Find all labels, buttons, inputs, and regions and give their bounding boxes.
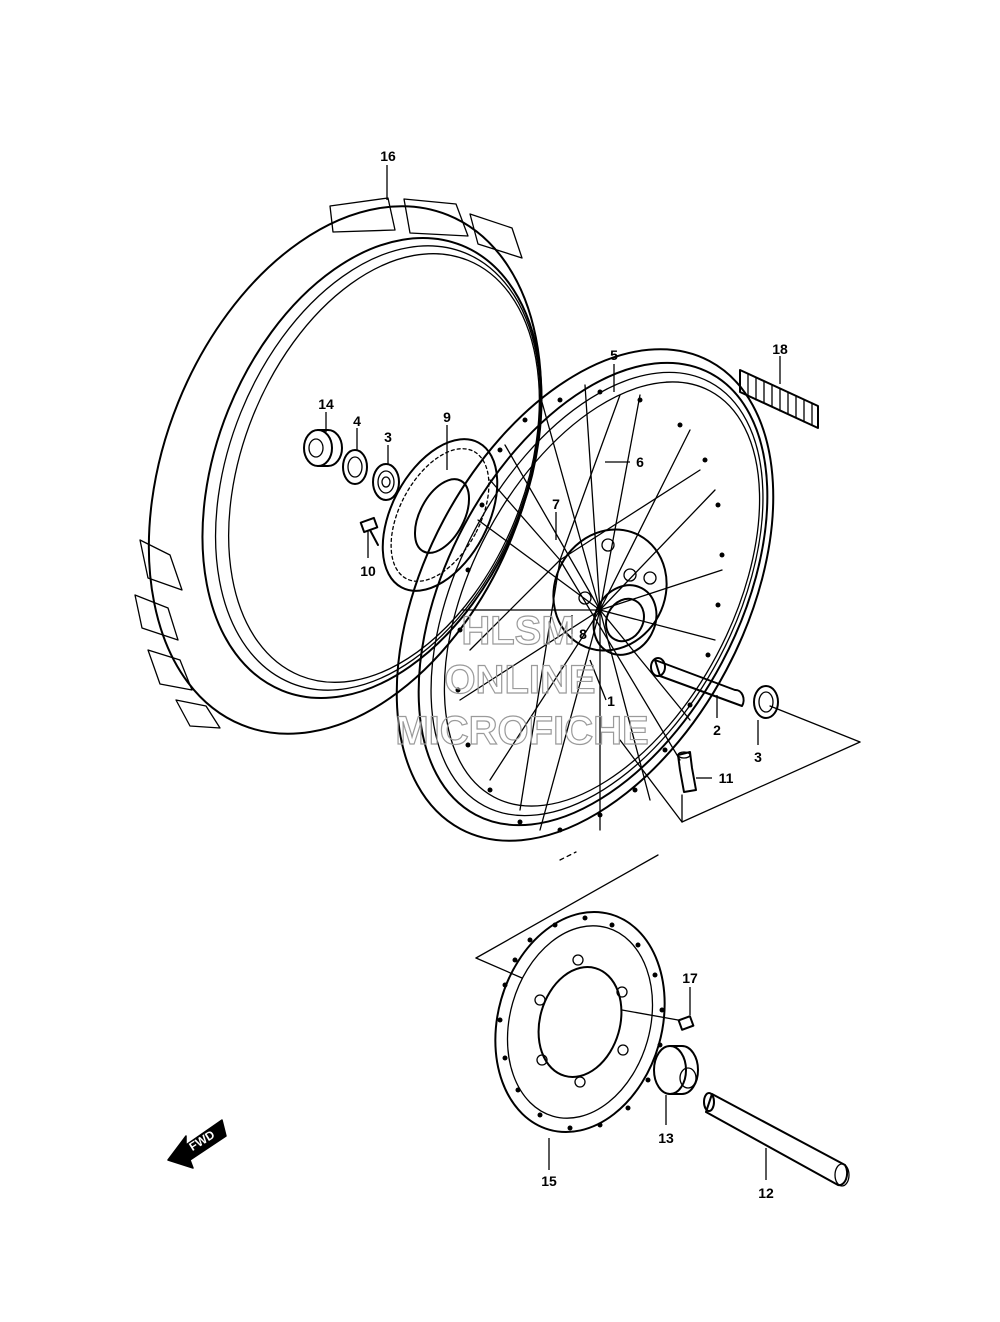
assembly-guide-lines — [475, 705, 861, 979]
callout-4: 4 — [353, 413, 361, 429]
callout-2: 2 — [713, 722, 721, 738]
watermark-line-1: HLSM — [461, 609, 574, 653]
brake-disc-15 — [494, 910, 666, 1134]
bearing-3-left — [372, 463, 400, 501]
axle-12 — [703, 1092, 850, 1187]
callouts: 16 5 18 14 4 3 9 6 7 8 10 1 2 3 11 12 13… — [318, 148, 788, 1201]
watermark-line-3: MICROFICHE — [395, 709, 648, 753]
callout-3-right: 3 — [754, 749, 762, 765]
callout-13: 13 — [658, 1130, 674, 1146]
callout-14: 14 — [318, 396, 334, 412]
fwd-arrow-icon: FWD — [167, 1119, 227, 1169]
callout-15: 15 — [541, 1173, 557, 1189]
callout-12: 12 — [758, 1185, 774, 1201]
valve-11 — [677, 751, 697, 793]
callout-16: 17 — [682, 970, 698, 986]
leader-lines — [325, 165, 781, 1180]
tire — [134, 197, 543, 735]
callout-18: 18 — [772, 341, 788, 357]
callout-7: 7 — [552, 496, 560, 512]
callout-11: 11 — [719, 770, 734, 786]
watermark-line-2: ONLINE — [444, 658, 595, 702]
oil-seal-4 — [342, 449, 368, 485]
callout-1: 1 — [607, 693, 615, 709]
spacer-14 — [303, 429, 343, 467]
rim — [395, 348, 775, 842]
collar-13 — [653, 1045, 699, 1095]
callout-3-left: 3 — [384, 429, 392, 445]
callout-17: 16 — [380, 148, 396, 164]
watermark: HLSM ONLINE MICROFICHE — [395, 608, 650, 753]
callout-5: 5 — [610, 347, 618, 363]
bearing-3-right — [753, 685, 779, 719]
callout-9: 9 — [443, 409, 451, 425]
spokes — [459, 384, 723, 831]
hub — [552, 528, 668, 656]
spoke-nipples — [455, 389, 725, 833]
callout-6: 6 — [636, 454, 644, 470]
screw-10 — [359, 516, 379, 546]
axle-spacer-2 — [650, 657, 745, 707]
balance-weight-18 — [739, 369, 819, 429]
callout-10: 10 — [360, 563, 376, 579]
disc-bolt-16 — [621, 1009, 695, 1031]
callout-8: 8 — [579, 626, 587, 642]
disc-holes — [497, 915, 665, 1131]
